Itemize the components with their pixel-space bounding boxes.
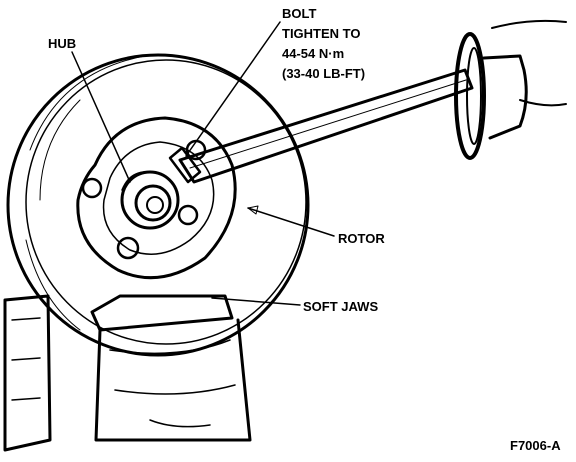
lug-hole — [116, 236, 140, 260]
figure-id: F7006-A — [510, 438, 561, 453]
torque-wrench — [168, 19, 567, 184]
bolt-label-line-1: BOLT — [282, 6, 316, 21]
lug-hole — [81, 177, 103, 199]
lug-hole — [177, 204, 199, 226]
bolt-label-line-4: (33-40 LB-FT) — [282, 66, 365, 81]
leader-lines — [71, 21, 335, 306]
soft-jaws-label: SOFT JAWS — [303, 299, 378, 314]
rotor-leader — [247, 207, 335, 237]
bolt-leader — [185, 21, 281, 157]
bolt-label-line-2: TIGHTEN TO — [282, 26, 360, 41]
rotor-label: ROTOR — [338, 231, 385, 246]
soft-jaws — [90, 294, 234, 332]
vise — [3, 294, 252, 452]
bolt-label-line-3: 44-54 N·m — [282, 46, 344, 61]
hub-flange — [76, 116, 237, 280]
rotor-disc — [6, 53, 310, 357]
soft-jaws-leader — [211, 297, 301, 306]
hub-label: HUB — [48, 36, 76, 51]
hub-leader — [71, 51, 131, 183]
